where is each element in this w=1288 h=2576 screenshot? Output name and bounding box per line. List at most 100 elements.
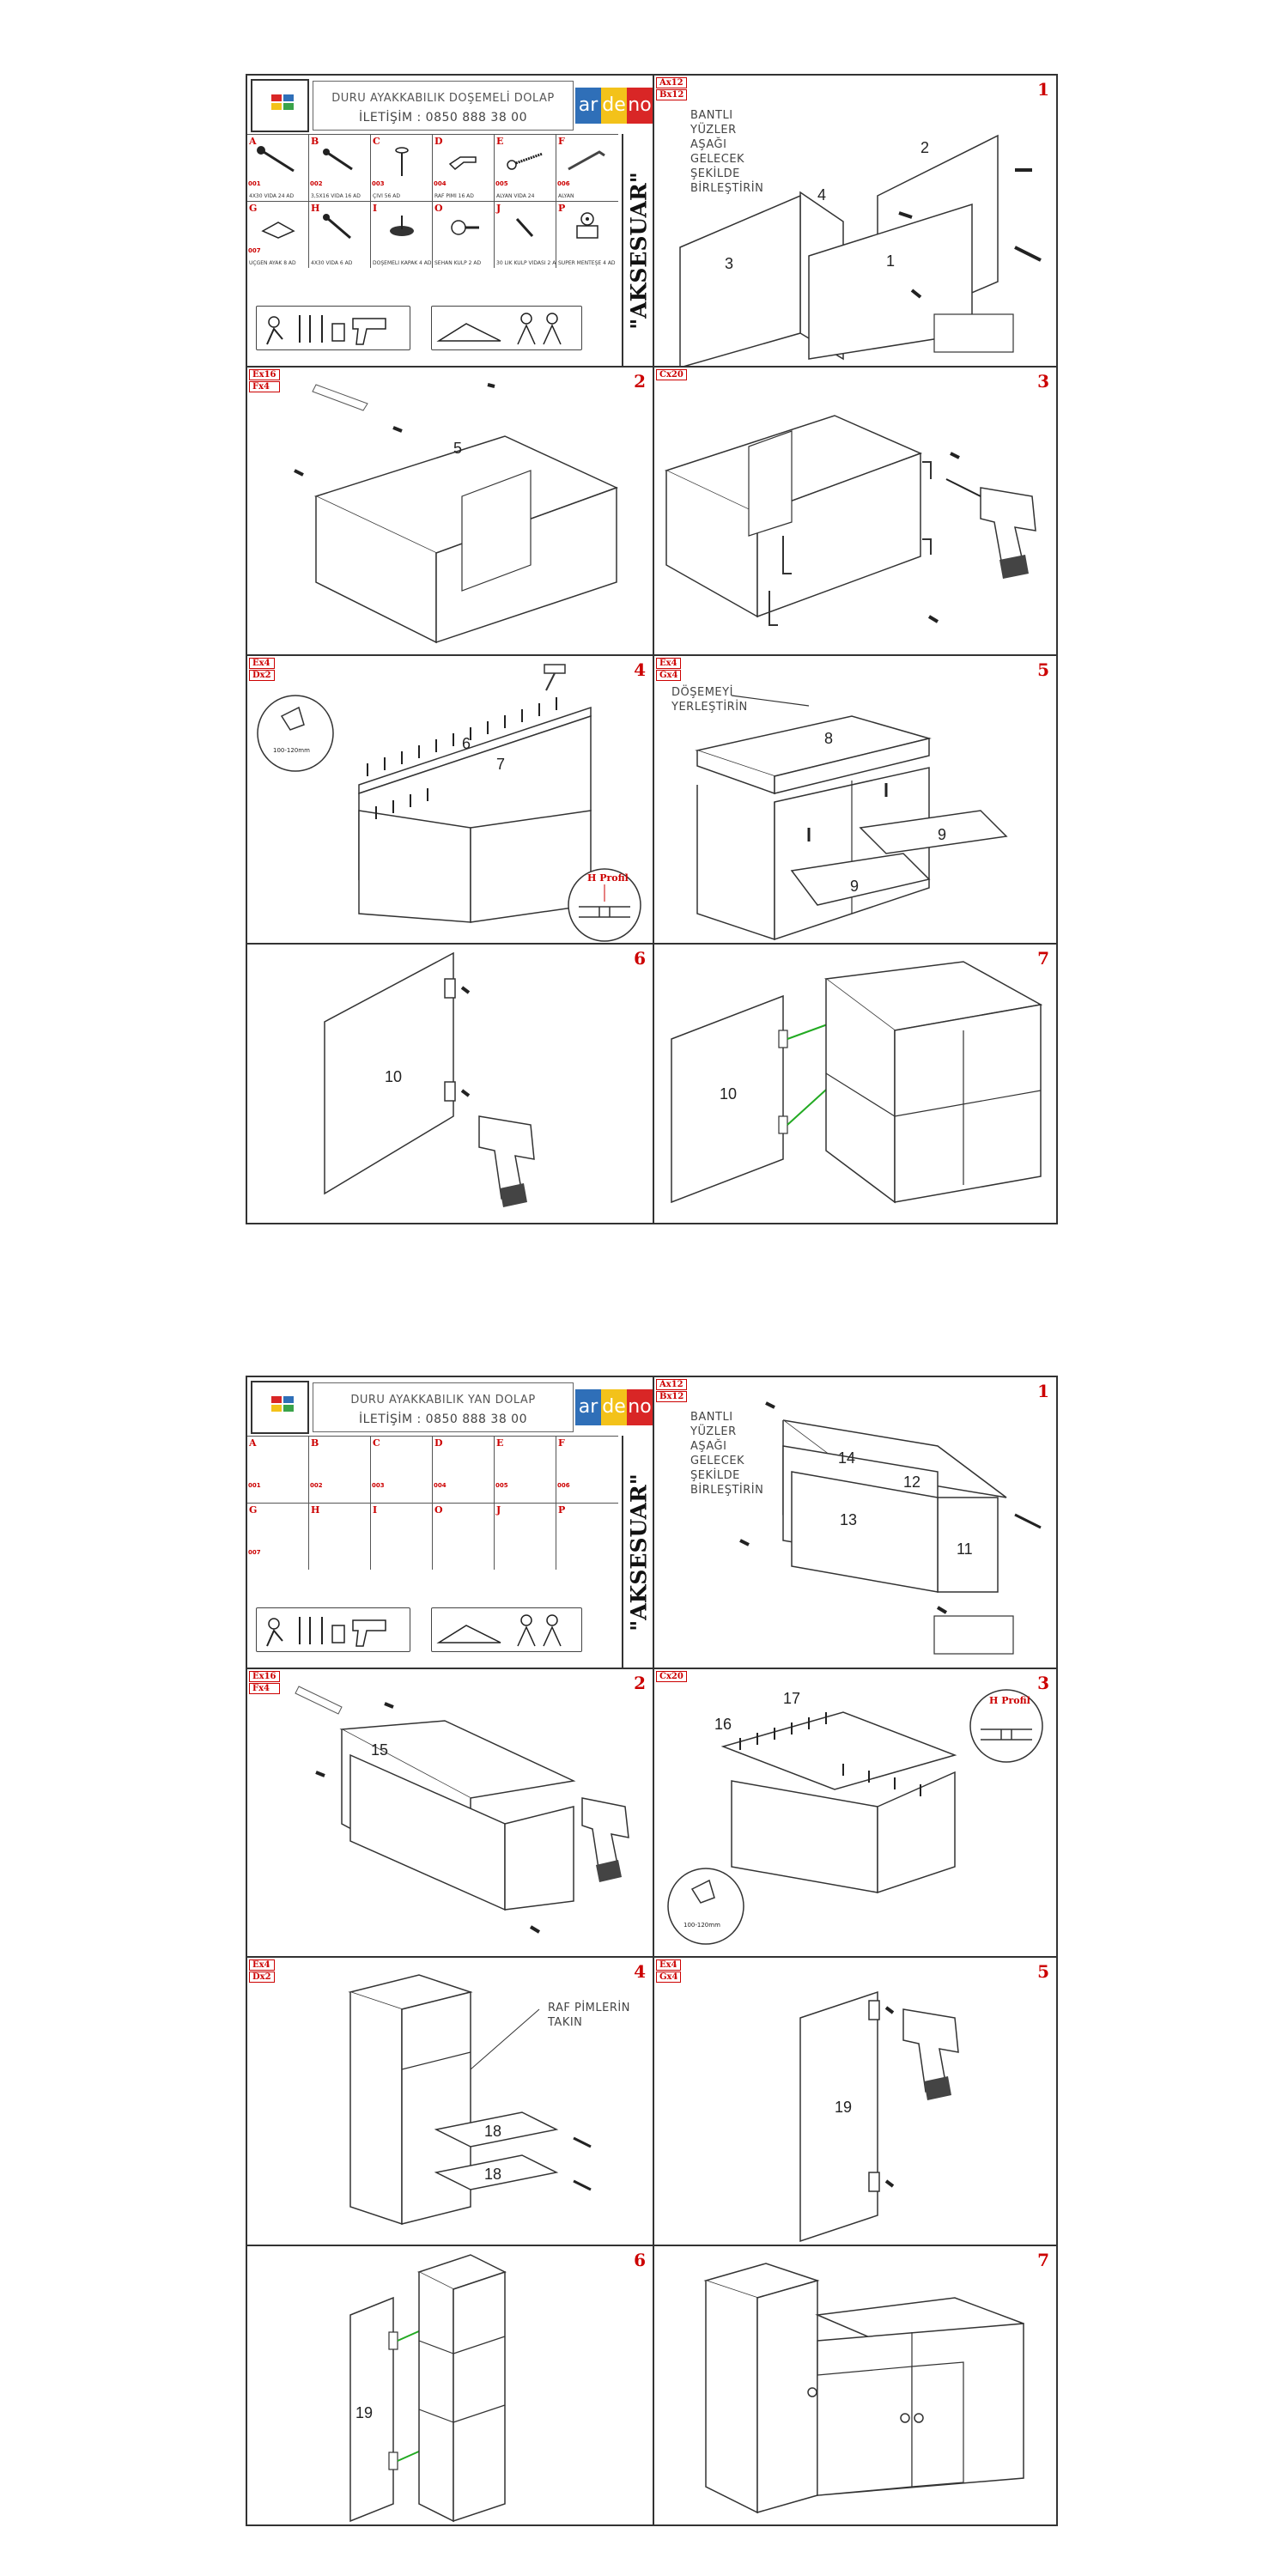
- screw-icon: [257, 146, 295, 173]
- step-7: 7 10: [654, 945, 1058, 1224]
- part-g: G 007 ÜÇGEN AYAK 8 AD: [247, 201, 309, 268]
- assembly-help-box: [431, 1607, 582, 1652]
- product-title-box: DURU AYAKKABILIK DOŞEMELİ DOLAP İLETİŞİM…: [313, 81, 574, 131]
- pin-icon: [390, 216, 414, 236]
- step-2: Ex16 Fx4 2 15: [247, 1669, 654, 1958]
- part-num: 007: [248, 1549, 261, 1556]
- part-o: O SEHAN KULP 2 AD: [433, 201, 495, 268]
- step-number: 1: [1037, 1381, 1049, 1401]
- part-num: 002: [310, 1482, 323, 1489]
- part-e: E 005 ALYAN VİDA 24: [495, 134, 556, 201]
- part-code: A: [249, 136, 257, 147]
- panel-label: 9: [850, 878, 859, 895]
- part-label: 4X30 VİDA 24 AD: [249, 193, 295, 199]
- part-code: E: [496, 136, 504, 147]
- qty-label: Cx20: [656, 369, 687, 380]
- step-6-illustration: 10: [324, 951, 535, 1207]
- step-note: BANTLI YÜZLER AŞAĞI GELECEK ŞEKİLDE BİRL…: [690, 109, 764, 195]
- assembly-help-box: [431, 306, 582, 350]
- step-2: Ex16 Fx4 2 5: [247, 368, 654, 656]
- step-4: Ex4 Dx2 4 RAF PİMLERİN TAKIN 18 18: [247, 1958, 654, 2246]
- part-code: C: [373, 1437, 380, 1449]
- part-label: RAF PİMİ 16 AD: [434, 193, 474, 199]
- part-label: 30 LIK KULP VİDASI 2 AD: [496, 260, 556, 266]
- part-label: SEHAN KULP 2 AD: [434, 260, 482, 266]
- part-code: H: [311, 1504, 320, 1516]
- accessory-label-box: "AKSESUAR": [622, 134, 653, 366]
- brand-part-2: de: [601, 1389, 627, 1425]
- instruction-sheet-2: DURU AYAKKABILIK YAN DOLAP İLETİŞİM : 08…: [246, 1376, 1058, 2526]
- step-1: Ax12 Bx12 1 BANTLI YÜZLER AŞAĞI GELECEK …: [654, 1377, 1058, 1669]
- qty-label: Bx12: [656, 1391, 688, 1402]
- step-number: 6: [634, 948, 646, 969]
- step-2-quantities: Ex16 Fx4: [249, 369, 280, 393]
- allen-key-icon: [568, 150, 605, 171]
- part-code: J: [496, 1504, 501, 1516]
- hinge-icon: [576, 212, 598, 239]
- qty-label: Ex4: [249, 1959, 275, 1971]
- product-title: DURU AYAKKABILIK YAN DOLAP: [350, 1394, 536, 1406]
- qty-label: Fx4: [249, 381, 280, 392]
- step-1-illustration: 2 4 3 1: [679, 134, 1042, 366]
- panel-label: 18: [484, 2166, 501, 2183]
- step-4-quantities: Ex4 Dx2: [249, 1959, 275, 1984]
- part-code: I: [373, 1504, 378, 1516]
- step-note: DÖŞEMEYİ YERLEŞTİRİN: [671, 686, 748, 714]
- part-label: 3,5X16 VİDA 16 AD: [311, 193, 361, 199]
- step-3-illustration: H Profil 100-120mm 17 16: [667, 1689, 1043, 1945]
- product-title: DURU AYAKKABILIK DOŞEMELİ DOLAP: [331, 92, 555, 105]
- screw-icon: [515, 217, 534, 238]
- step-number: 7: [1037, 948, 1049, 969]
- qty-label: Dx2: [249, 1971, 275, 1983]
- qty-label: Ax12: [656, 77, 688, 88]
- part-label: ALYAN VİDA 24: [496, 193, 535, 199]
- knob-icon: [900, 2413, 910, 2423]
- step-4: Ex4 Dx2 4 100-120mm: [247, 656, 654, 945]
- company-logo: [251, 79, 309, 132]
- part-j: J 30 LIK KULP VİDASI 2 AD: [495, 201, 556, 268]
- screw-icon: [323, 214, 351, 240]
- step-3: Cx20 3 H Profil 100-120mm 17 16: [654, 1669, 1058, 1958]
- contact-phone: İLETİŞİM : 0850 888 38 00: [359, 1413, 527, 1426]
- knob-icon: [807, 2387, 817, 2397]
- part-a: A 001 4X30 VİDA 24 AD: [247, 134, 309, 201]
- step-7: 7: [654, 2246, 1058, 2526]
- part-code: F: [558, 1437, 565, 1449]
- qty-label: Ex16: [249, 369, 280, 380]
- panel-label: 19: [835, 2099, 852, 2116]
- part-code: D: [434, 1437, 443, 1449]
- part-code: F: [558, 136, 565, 147]
- brand-part-1: ar: [575, 1389, 601, 1425]
- part-num: 003: [372, 180, 385, 187]
- qty-label: Cx20: [656, 1671, 687, 1682]
- step-number: 2: [634, 1673, 646, 1693]
- part-j: J: [495, 1503, 556, 1570]
- part-p: P SUPER MENTEŞE 4 AD: [556, 201, 618, 268]
- panel-label: 1: [886, 252, 895, 270]
- part-code: B: [311, 136, 319, 147]
- part-code: P: [558, 203, 566, 214]
- step-number: 1: [1037, 79, 1049, 100]
- step-number: 4: [634, 659, 646, 680]
- qty-label: Ex4: [656, 658, 682, 669]
- panel-label: 14: [838, 1449, 855, 1467]
- step-number: 3: [1037, 371, 1049, 392]
- part-label: ÇİVİ 56 AD: [373, 193, 401, 199]
- step-3: Cx20 3: [654, 368, 1058, 656]
- parts-header: DURU AYAKKABILIK DOŞEMELİ DOLAP İLETİŞİM…: [247, 76, 654, 368]
- allen-screw-icon: [507, 152, 544, 170]
- qty-label: Ex4: [249, 658, 275, 669]
- part-i: I DOŞEMELİ KAPAK 4 AD: [371, 201, 433, 268]
- part-label: ALYAN: [558, 193, 574, 199]
- screw-icon: [323, 149, 353, 171]
- part-num: 005: [495, 180, 508, 187]
- part-code: O: [434, 203, 443, 214]
- part-code: J: [496, 203, 501, 214]
- contact-phone: İLETİŞİM : 0850 888 38 00: [359, 111, 527, 125]
- step-6: 6 19: [247, 2246, 654, 2526]
- step-1: Ax12 Bx12 1 BANTLI YÜZLER AŞAĞI GELECEK …: [654, 76, 1058, 368]
- knob-icon: [914, 2413, 924, 2423]
- knob-icon: [451, 220, 479, 235]
- nail-spacing-label: 100-120mm: [683, 1922, 720, 1929]
